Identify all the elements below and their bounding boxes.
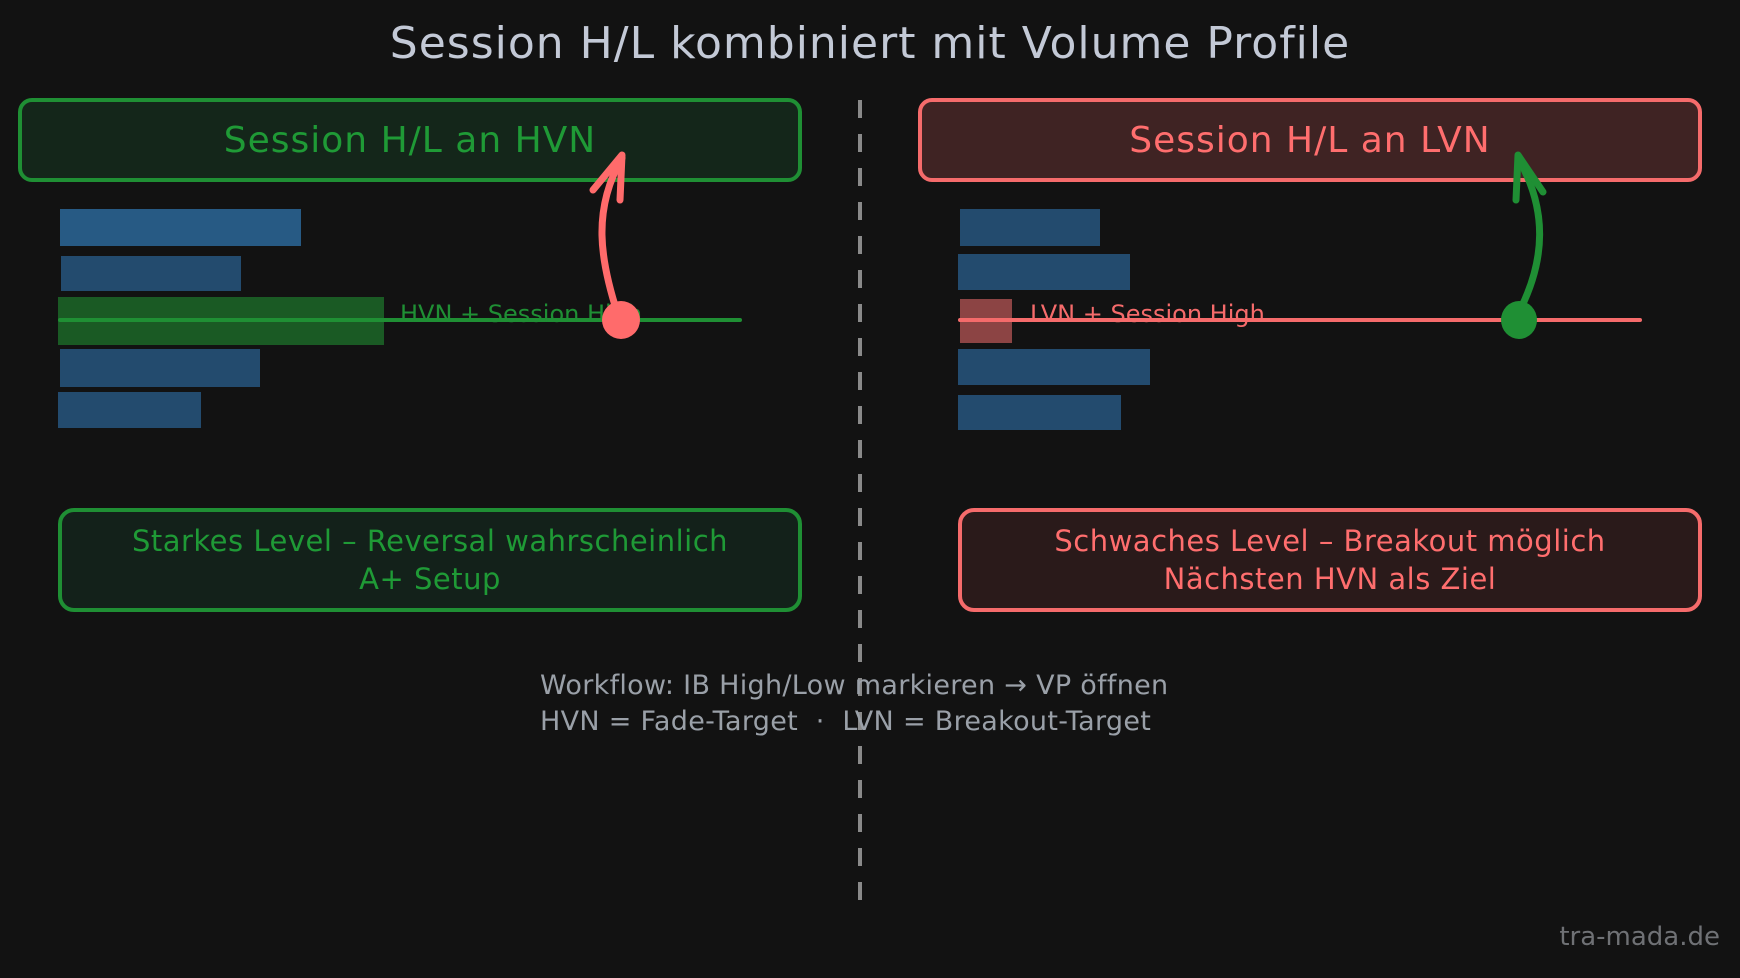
volume-bar <box>960 209 1100 246</box>
lvn-result-line2: Nächsten HVN als Ziel <box>1163 562 1497 596</box>
workflow-line2: HVN = Fade-Target · LVN = Breakout-Targe… <box>540 706 1152 737</box>
volume-bar <box>958 395 1121 430</box>
workflow-note: Workflow: IB High/Low markieren → VP öff… <box>540 668 1200 740</box>
lvn-level-label: LVN + Session High <box>1030 300 1265 328</box>
reversal-arrow-icon <box>589 151 640 339</box>
hvn-header-label: Session H/L an HVN <box>223 119 597 161</box>
breakout-arrow-icon <box>1501 151 1547 339</box>
volume-bar <box>61 256 241 291</box>
hvn-result-box: Starkes Level – Reversal wahrscheinlich … <box>58 508 802 612</box>
hvn-level-label: HVN + Session High <box>400 300 643 328</box>
hvn-header: Session H/L an HVN <box>18 98 802 182</box>
workflow-line1: Workflow: IB High/Low markieren → VP öff… <box>540 670 1169 701</box>
center-divider <box>858 100 862 900</box>
hvn-result-line2: A+ Setup <box>359 562 501 596</box>
volume-bar <box>958 349 1150 385</box>
hvn-session-high-line <box>58 318 742 322</box>
hvn-result-line1: Starkes Level – Reversal wahrscheinlich <box>131 524 729 558</box>
volume-bar <box>60 349 260 387</box>
lvn-result-line1: Schwaches Level – Breakout möglich <box>1054 524 1606 558</box>
diagram-title: Session H/L kombiniert mit Volume Profil… <box>389 18 1351 69</box>
volume-bar <box>958 254 1130 290</box>
volume-bar <box>60 209 301 246</box>
site-watermark: tra-mada.de <box>1559 922 1720 952</box>
lvn-header-label: Session H/L an LVN <box>1129 119 1491 161</box>
volume-bar <box>58 392 201 428</box>
lvn-result-box: Schwaches Level – Breakout möglich Nächs… <box>958 508 1702 612</box>
lvn-header: Session H/L an LVN <box>918 98 1702 182</box>
lvn-session-high-line <box>958 318 1642 322</box>
